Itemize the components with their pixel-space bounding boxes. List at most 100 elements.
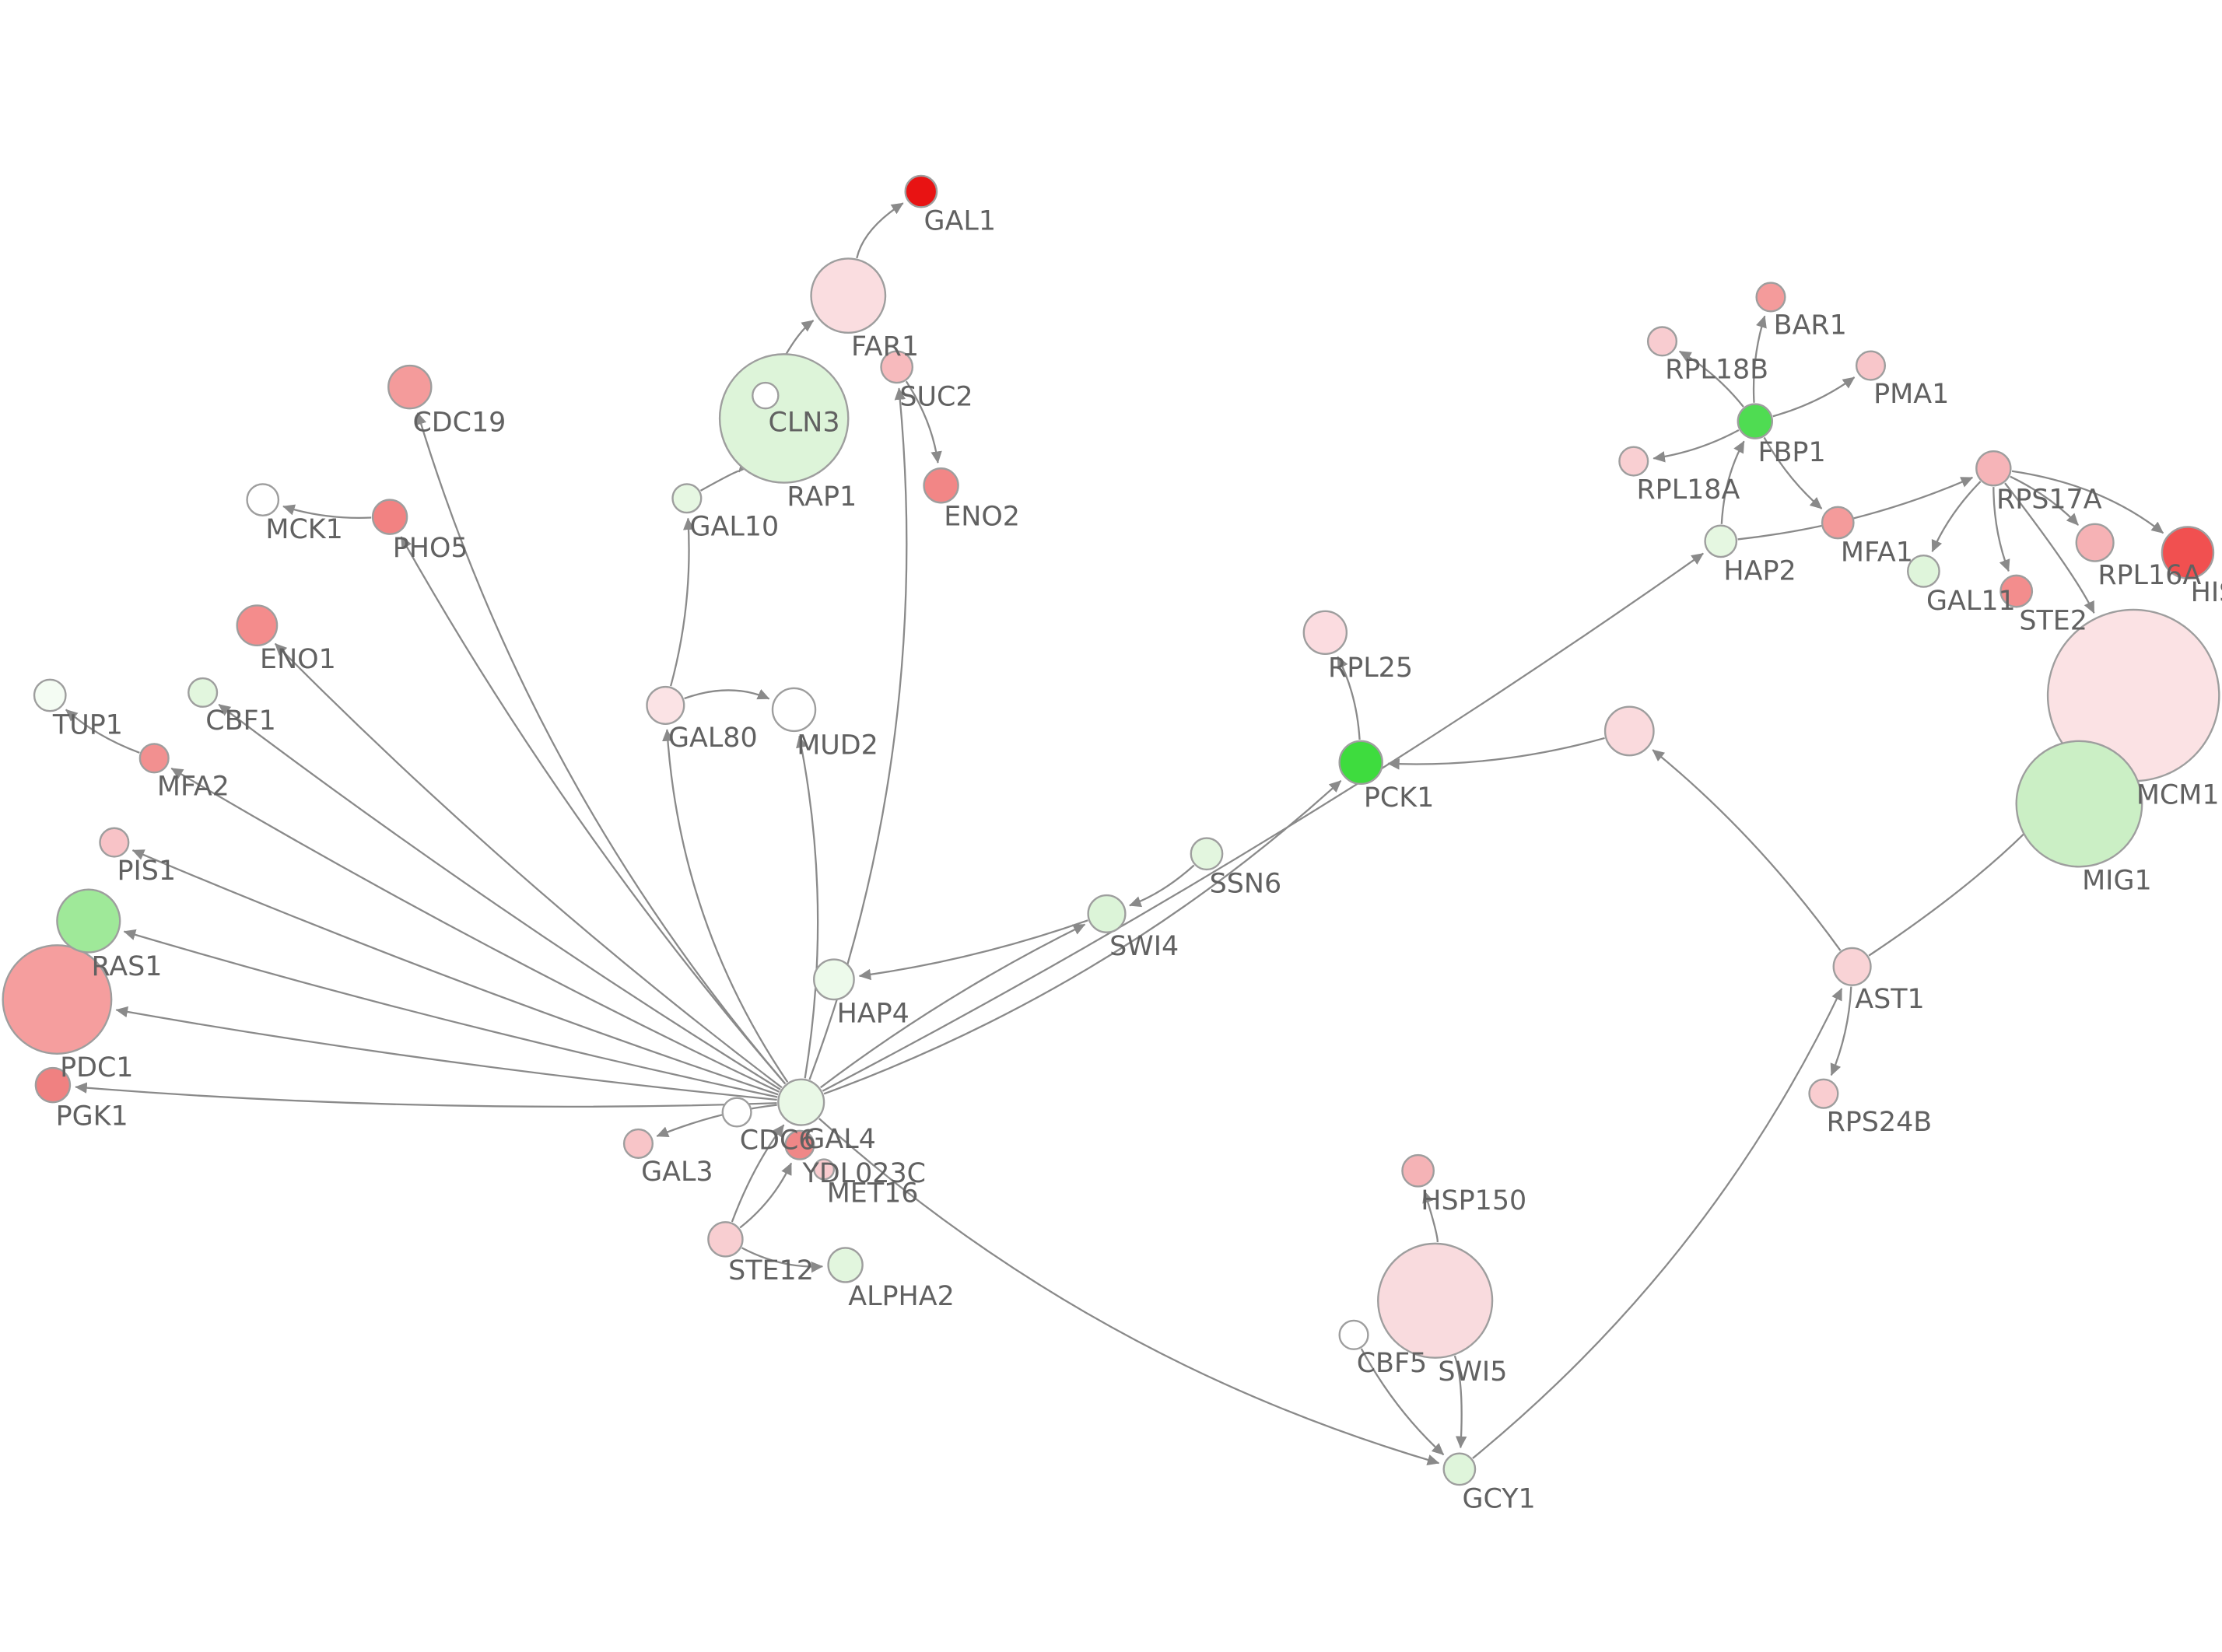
node-gal3[interactable] — [622, 1128, 654, 1159]
edge-fbp1-pma1[interactable] — [1772, 376, 1856, 418]
node-pho5[interactable] — [371, 499, 408, 535]
node-rps17a[interactable] — [1975, 450, 2012, 487]
node-gal11[interactable] — [1907, 554, 1940, 588]
edge-gal80-gal10[interactable] — [670, 517, 695, 687]
edge-ste12-gal4[interactable] — [731, 1124, 785, 1223]
node-pdc1[interactable] — [2, 944, 113, 1055]
edge-gal4-eno1[interactable] — [274, 642, 783, 1089]
node-ydl023c[interactable] — [784, 1129, 815, 1160]
edge-hap2-fbp1[interactable] — [1720, 440, 1745, 524]
node-mck1[interactable] — [246, 483, 280, 516]
node-gal10[interactable] — [671, 483, 703, 514]
edge-ast1-n1[interactable] — [1652, 749, 1842, 951]
edge-hap2-rps17a[interactable] — [1737, 476, 1974, 541]
node-pis1[interactable] — [99, 827, 130, 858]
node-mig1[interactable] — [2015, 740, 2143, 868]
edge-far1-gal1[interactable] — [856, 202, 904, 259]
node-cbf1[interactable] — [188, 677, 219, 708]
node-bar1[interactable] — [1755, 282, 1786, 313]
node-pgk1[interactable] — [34, 1066, 72, 1104]
edge-rps17a-gal11[interactable] — [1931, 481, 1982, 553]
node-gal80[interactable] — [646, 685, 685, 725]
node-tup1[interactable] — [33, 678, 67, 712]
node-cln3[interactable] — [752, 381, 780, 410]
edge-fbp1-bar1[interactable] — [1752, 315, 1767, 403]
edge-gcy1-ast1[interactable] — [1472, 988, 1843, 1459]
edge-fbp1-rpl18a[interactable] — [1652, 429, 1740, 463]
node-swi5[interactable] — [1377, 1242, 1494, 1359]
node-mfa1[interactable] — [1821, 506, 1855, 540]
edge-swi5-hsp150[interactable] — [1422, 1190, 1439, 1243]
edge-gal4-mfa2[interactable] — [170, 767, 780, 1093]
edge-swi4-hap4[interactable] — [858, 919, 1088, 981]
node-ast1[interactable] — [1832, 947, 1872, 986]
node-rpl16a[interactable] — [2075, 523, 2115, 562]
edge-gal4-pdc1[interactable] — [115, 1006, 777, 1101]
node-far1[interactable] — [810, 257, 887, 334]
edge-ssn6-swi4[interactable] — [1129, 864, 1195, 908]
node-met16[interactable] — [813, 1158, 836, 1181]
edge-gal4-swi4[interactable] — [819, 923, 1086, 1089]
edge-mfa2-tup1[interactable] — [65, 709, 140, 754]
node-gcy1[interactable] — [1442, 1452, 1477, 1486]
node-suc2[interactable] — [880, 350, 914, 384]
edge-fbp1-mfa1[interactable] — [1763, 436, 1823, 509]
node-cdc19[interactable] — [387, 364, 433, 410]
edge-pho5-mck1[interactable] — [282, 504, 372, 519]
edge-rps17a-rpl16a[interactable] — [2010, 475, 2080, 526]
node-mfa2[interactable] — [138, 743, 170, 774]
edge-gal4-pho5[interactable] — [400, 536, 787, 1085]
edge-gal4-cbf1[interactable] — [218, 703, 781, 1090]
edge-rps17a-his4[interactable] — [2011, 470, 2164, 534]
node-hap2[interactable] — [1704, 524, 1738, 558]
node-swi4[interactable] — [1087, 894, 1127, 933]
node-rpl18b[interactable] — [1646, 326, 1678, 357]
node-hsp150[interactable] — [1401, 1153, 1435, 1188]
node-mud2[interactable] — [771, 687, 817, 733]
node-his4[interactable] — [2161, 526, 2215, 579]
edge-gal4-gal3[interactable] — [656, 1104, 777, 1138]
edge-cbf5-gcy1[interactable] — [1360, 1348, 1445, 1456]
edge-suc2-eno2[interactable] — [905, 380, 942, 464]
node-gal4[interactable] — [777, 1078, 825, 1126]
edge-ste12-alpha2[interactable] — [741, 1247, 824, 1273]
node-ras1[interactable] — [56, 888, 121, 954]
edge-gal4-cdc19[interactable] — [415, 412, 787, 1085]
edge-rps17a-mcm1[interactable] — [2004, 482, 2095, 614]
node-rpl25[interactable] — [1302, 610, 1348, 656]
node-ssn6[interactable] — [1190, 837, 1224, 871]
edge-gal80-mud2[interactable] — [684, 688, 770, 700]
edge-fbp1-rpl18b[interactable] — [1678, 350, 1744, 408]
edge-gal4-gcy1[interactable] — [818, 1118, 1440, 1465]
edge-rps17a-ste2[interactable] — [1992, 487, 2010, 572]
node-cbf5[interactable] — [1338, 1319, 1369, 1350]
edge-swi5-gcy1[interactable] — [1453, 1355, 1467, 1449]
node-hap4[interactable] — [813, 958, 855, 1001]
edge-gal4-pck1[interactable] — [823, 779, 1342, 1095]
edge-gal4-gal80[interactable] — [662, 729, 789, 1083]
edge-gal4-hap2[interactable] — [822, 552, 1704, 1092]
edge-ste12-ydl023c[interactable] — [739, 1162, 793, 1229]
edge-pck1-rpl25[interactable] — [1337, 656, 1361, 740]
node-pck1[interactable] — [1338, 740, 1383, 786]
node-rps24b[interactable] — [1808, 1078, 1839, 1109]
edge-gal4-ras1[interactable] — [123, 929, 778, 1098]
edge-gal4-pgk1[interactable] — [75, 1082, 777, 1108]
node-fbp1[interactable] — [1737, 403, 1774, 439]
node-cdc6[interactable] — [721, 1097, 752, 1128]
node-ste2[interactable] — [1999, 574, 2034, 608]
edge-gal4-pis1[interactable] — [131, 849, 779, 1096]
node-rap1[interactable] — [718, 353, 850, 484]
edge-n1-pck1[interactable] — [1387, 737, 1605, 770]
node-eno1[interactable] — [236, 604, 279, 647]
node-gal1[interactable] — [904, 174, 938, 208]
edge-gal10-rap1[interactable] — [699, 459, 751, 492]
node-unlabeled[interactable] — [1603, 705, 1655, 757]
node-rpl18a[interactable] — [1618, 446, 1649, 477]
edge-gal4-mud2[interactable] — [796, 735, 819, 1079]
edge-ast1-rps24b[interactable] — [1830, 986, 1852, 1076]
node-ste12[interactable] — [707, 1221, 744, 1258]
node-alpha2[interactable] — [827, 1247, 864, 1283]
node-pma1[interactable] — [1855, 350, 1887, 381]
